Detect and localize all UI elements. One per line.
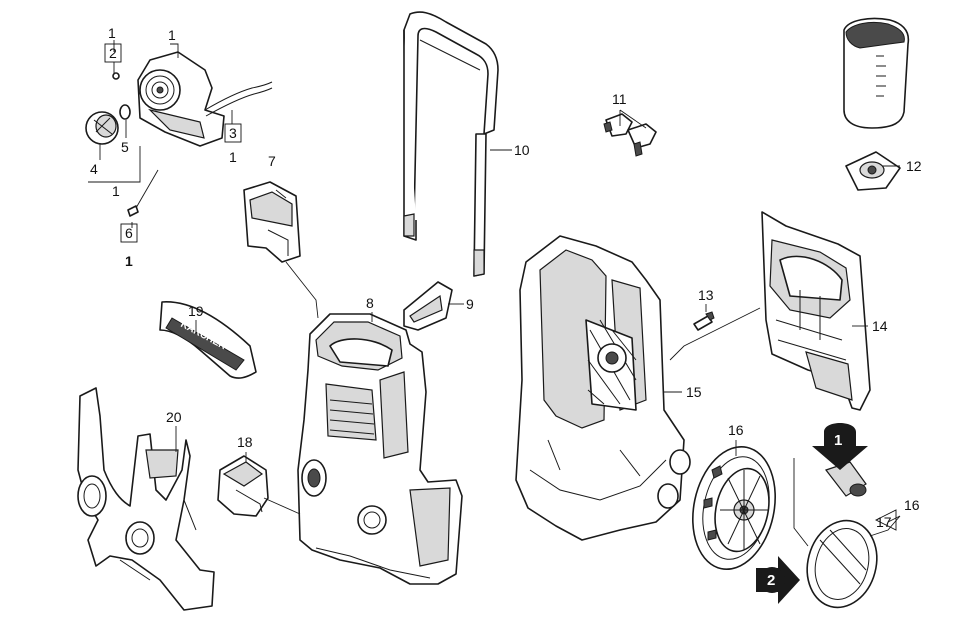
callout-8: 8 bbox=[366, 295, 374, 311]
callout-5: 5 bbox=[121, 139, 129, 155]
wheel-part[interactable] bbox=[682, 439, 786, 577]
callout-17: 17 bbox=[876, 514, 892, 530]
callout-6: 6 bbox=[125, 225, 133, 241]
callout-12: 12 bbox=[906, 158, 922, 174]
callout-14: 14 bbox=[872, 318, 888, 334]
callout-box-6 bbox=[120, 223, 138, 243]
callout-box-2 bbox=[104, 43, 122, 63]
rear-panel-part[interactable] bbox=[761, 211, 871, 411]
step-marker-1: 1 bbox=[812, 423, 868, 470]
callout-13: 13 bbox=[698, 287, 714, 303]
detergent-tank-part[interactable] bbox=[843, 17, 910, 191]
screw-part[interactable] bbox=[127, 169, 159, 217]
leader-lines bbox=[88, 40, 901, 547]
callout-2: 2 bbox=[109, 45, 117, 61]
hose-connectors-part[interactable] bbox=[603, 113, 657, 157]
push-handle-part[interactable] bbox=[403, 11, 499, 277]
callout-1-under-4: 1 bbox=[112, 183, 120, 199]
callout-18: 18 bbox=[237, 434, 253, 450]
screw-13-part[interactable] bbox=[693, 311, 715, 331]
callout-1-bottom: 1 bbox=[125, 253, 133, 269]
step-marker-2: 2 bbox=[756, 556, 800, 604]
callout-10: 10 bbox=[514, 142, 530, 158]
callout-3: 3 bbox=[229, 125, 237, 141]
callout-7: 7 bbox=[268, 153, 276, 169]
chassis-frame-part[interactable] bbox=[515, 235, 691, 541]
cable-hook-part[interactable] bbox=[403, 281, 453, 331]
callout-1-right: 1 bbox=[168, 27, 176, 43]
callout-4: 4 bbox=[90, 161, 98, 177]
callout-9: 9 bbox=[466, 296, 474, 312]
callout-19: 19 bbox=[188, 303, 204, 319]
small-pin-part[interactable] bbox=[112, 72, 120, 80]
o-ring-part[interactable] bbox=[119, 104, 131, 120]
callout-11: 11 bbox=[612, 91, 627, 107]
callout-1-under-3: 1 bbox=[229, 149, 237, 165]
callout-16-right: 16 bbox=[904, 497, 920, 513]
hub-cap-part[interactable] bbox=[798, 513, 886, 616]
brand-cover-plate-part[interactable]: KÄRCHER bbox=[159, 301, 257, 379]
callout-15: 15 bbox=[686, 384, 702, 400]
callout-box-17 bbox=[874, 509, 897, 531]
hose-holder-part[interactable] bbox=[243, 181, 301, 263]
hose-reel-bracket-part[interactable] bbox=[137, 51, 273, 147]
callout-1-top: 1 bbox=[108, 25, 116, 41]
bottom-cover-part[interactable] bbox=[77, 387, 215, 611]
callout-16-wheel: 16 bbox=[728, 422, 744, 438]
knob-part[interactable] bbox=[85, 111, 119, 145]
main-housing-part[interactable] bbox=[297, 313, 463, 585]
callout-labels: 1 2 1 3 1 5 4 1 6 1 7 10 11 12 19 8 9 13… bbox=[90, 25, 922, 530]
callout-box-3 bbox=[224, 123, 242, 143]
step-marker-1-label: 1 bbox=[834, 432, 842, 449]
step-marker-2-label: 2 bbox=[767, 572, 775, 589]
callout-20: 20 bbox=[166, 409, 182, 425]
clip-part[interactable] bbox=[217, 455, 269, 517]
axle-bush-part[interactable] bbox=[825, 461, 867, 497]
